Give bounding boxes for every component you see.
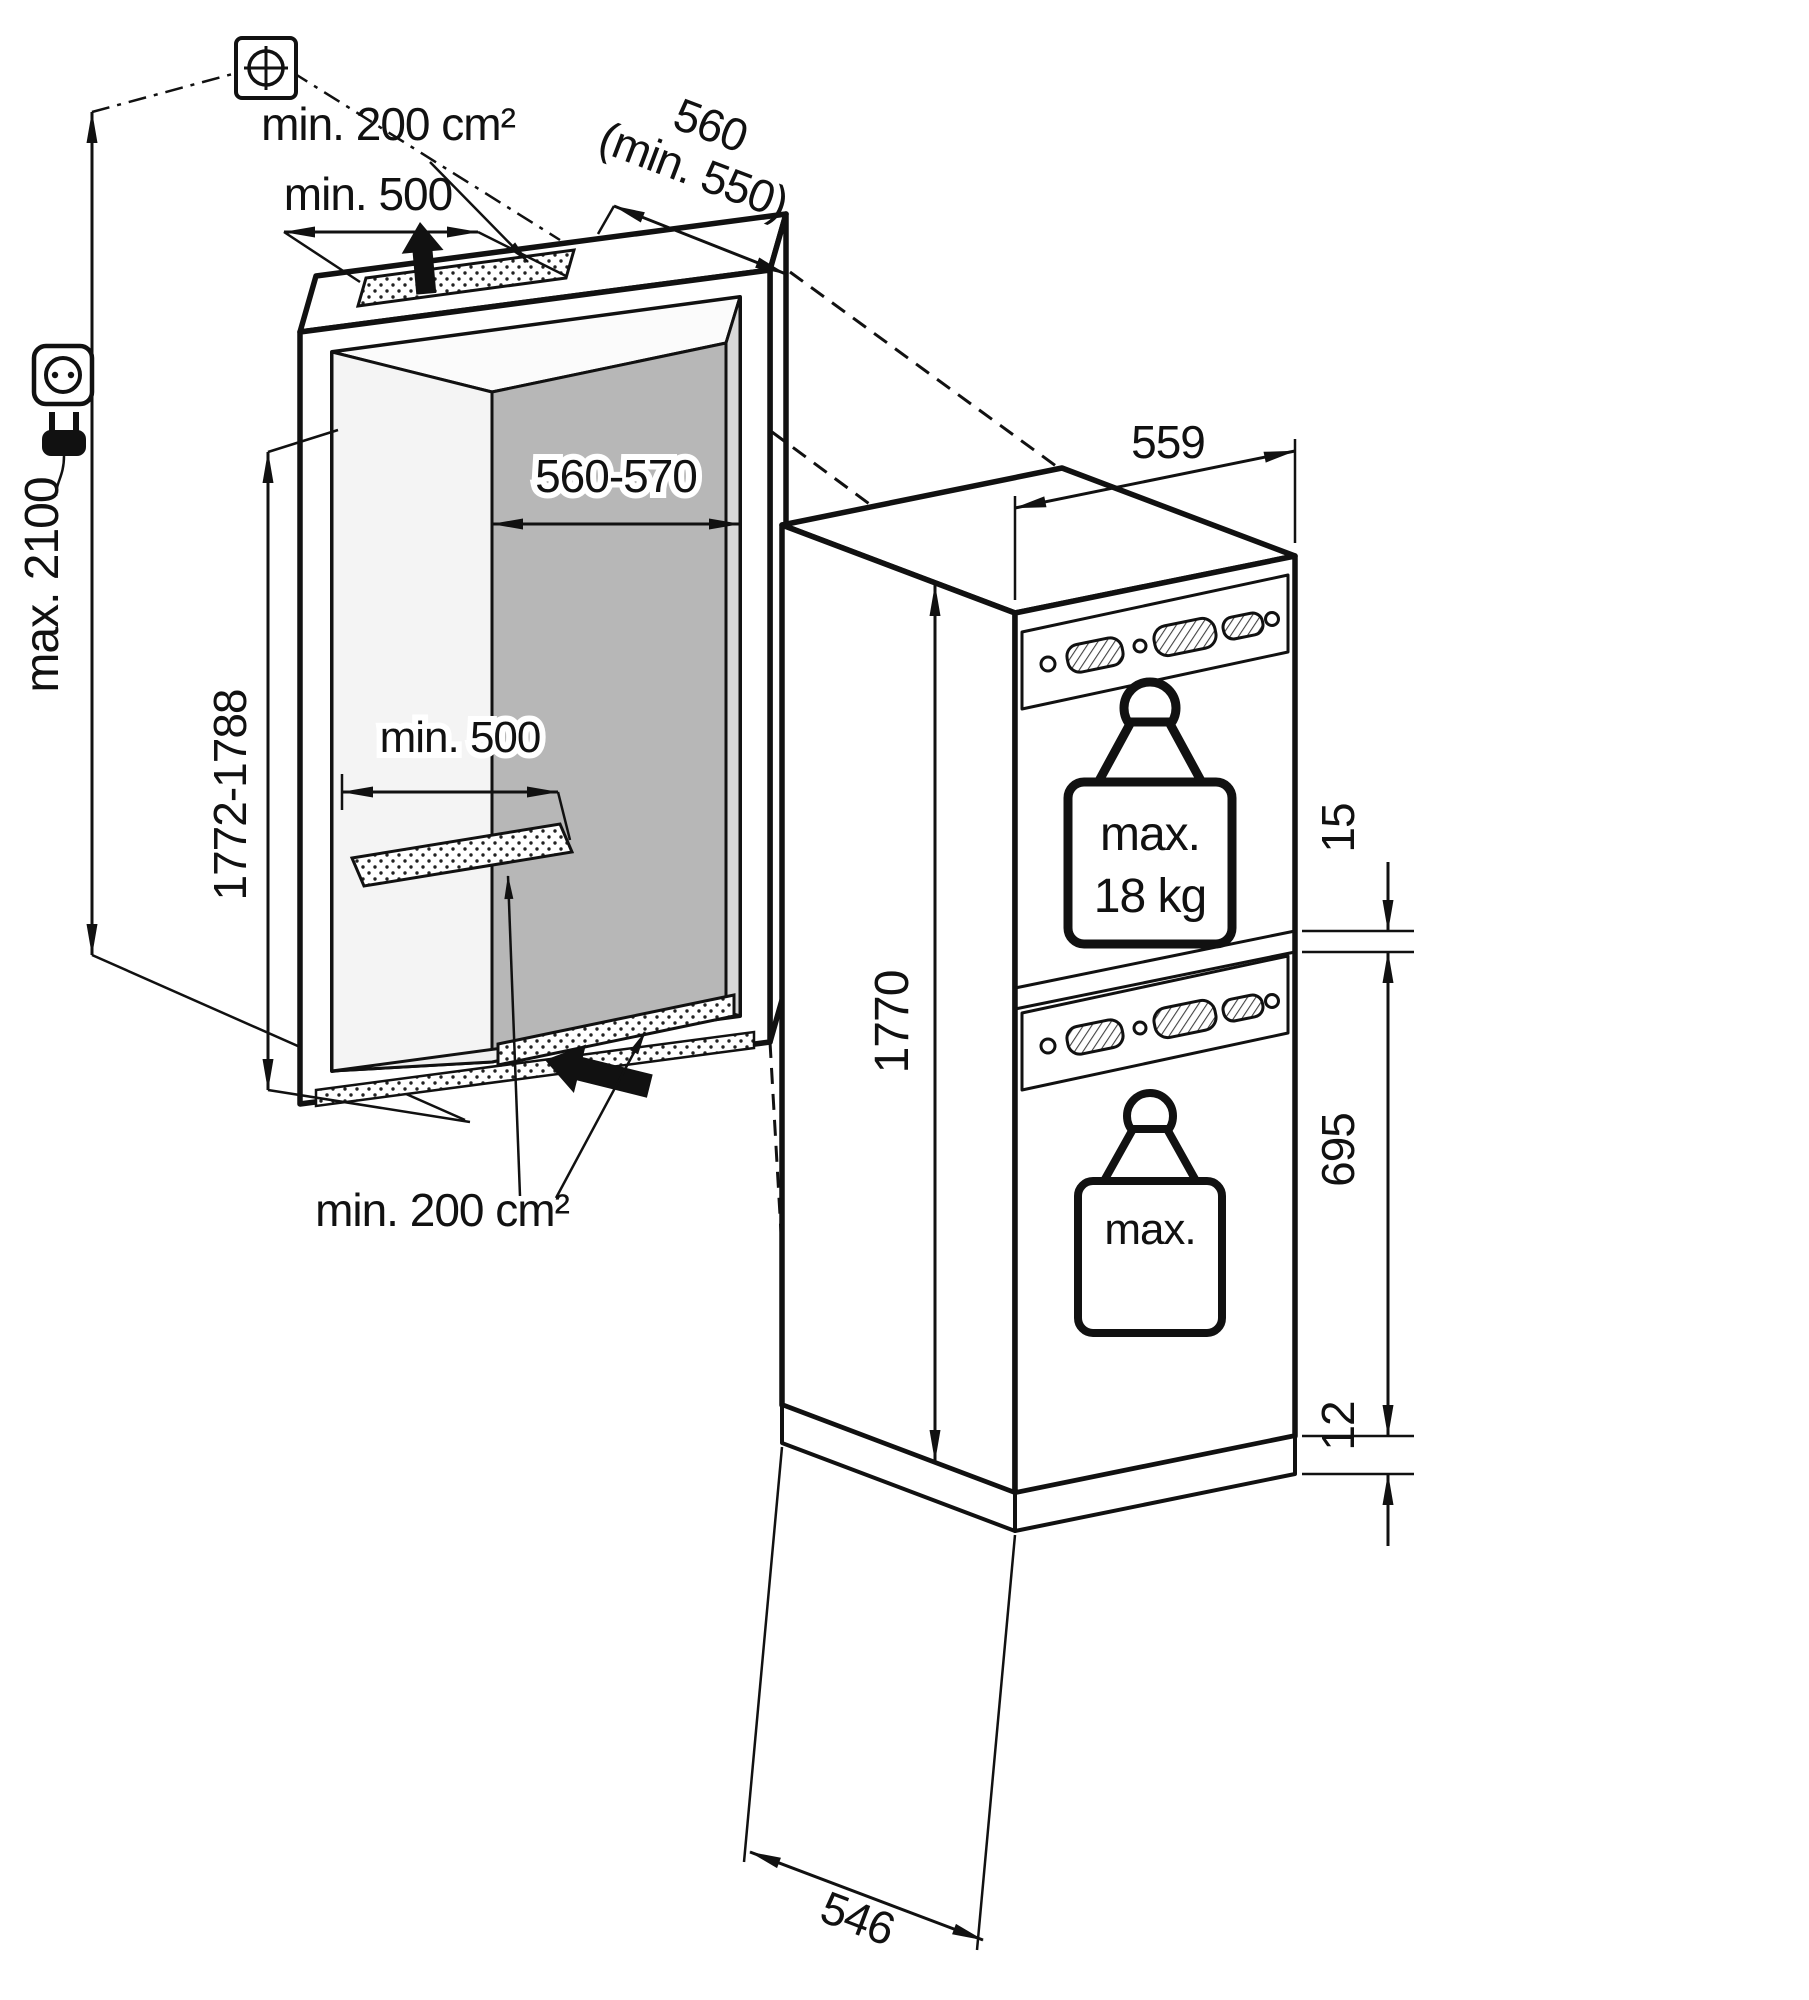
niche-right-wall bbox=[724, 295, 742, 1018]
dim-appliance-height: 1770 bbox=[860, 584, 941, 1462]
appliance-width-label: 559 bbox=[1131, 416, 1205, 468]
appliance-height-label: 1770 bbox=[866, 971, 919, 1074]
niche-width-label: 560-570 bbox=[535, 450, 697, 502]
lower-door-height-label: 695 bbox=[1312, 1113, 1364, 1187]
upper-door-hinge-strip bbox=[1020, 573, 1290, 711]
dim-appliance-depth: 546 bbox=[742, 1446, 1017, 1956]
dim-top-clearance: min. 500 bbox=[283, 168, 567, 284]
weight-limit-lower-door: max. bbox=[1074, 1089, 1226, 1337]
appliance-depth-label: 546 bbox=[814, 1881, 901, 1956]
vent-strip-floor-front bbox=[496, 993, 736, 1067]
dim-niche-width: 560-570 bbox=[490, 444, 742, 542]
niche-left-wall bbox=[330, 350, 494, 1073]
dim-bottom-vent-area: min. 200 cm² bbox=[315, 875, 647, 1236]
airflow-arrow-bottom bbox=[545, 1044, 653, 1098]
door-gap-top-label: 15 bbox=[1312, 803, 1364, 852]
dim-floor-clearance: min. 500 bbox=[340, 707, 572, 841]
floor-clearance-label: min. 500 bbox=[380, 713, 541, 762]
construction-lines bbox=[91, 70, 561, 242]
dim-niche-height: 1772-1788 bbox=[204, 428, 471, 1124]
door-gap-bottom-label: 12 bbox=[1312, 1401, 1364, 1450]
upper-door-weight-prefix: max. bbox=[1100, 808, 1200, 861]
max-total-height-label: max. 2100 bbox=[16, 477, 69, 692]
top-clearance-label: min. 500 bbox=[284, 168, 452, 220]
vent-strip-floor-rear bbox=[349, 822, 575, 888]
airflow-arrow-top bbox=[401, 222, 444, 295]
niche-drawing bbox=[297, 211, 789, 1108]
niche-height-label: 1772-1788 bbox=[204, 690, 256, 901]
upper-door-weight-value: 18 kg bbox=[1094, 870, 1206, 923]
fixing-screw-icon bbox=[234, 36, 298, 100]
vent-strip-top bbox=[355, 248, 577, 308]
power-socket-icon bbox=[31, 343, 95, 407]
lower-door-hinge-strip bbox=[1020, 954, 1290, 1092]
dim-top-vent-area: min. 200 cm² bbox=[261, 98, 529, 263]
power-plug-icon bbox=[42, 412, 86, 497]
dim-right-stack: 15 695 12 bbox=[1302, 803, 1414, 1546]
dim-max-total-height: max. 2100 bbox=[16, 111, 466, 1122]
weight-limit-upper-door: max. 18 kg bbox=[1063, 677, 1237, 949]
lower-door-weight-prefix: max. bbox=[1104, 1205, 1195, 1254]
bottom-vent-area-label: min. 200 cm² bbox=[315, 1184, 570, 1236]
dim-appliance-width: 559 bbox=[1013, 416, 1297, 600]
appliance-drawing: max. 18 kg max. bbox=[779, 465, 1298, 1533]
appliance-plinth-left bbox=[780, 1403, 1017, 1533]
top-vent-area-label: min. 200 cm² bbox=[261, 98, 516, 150]
